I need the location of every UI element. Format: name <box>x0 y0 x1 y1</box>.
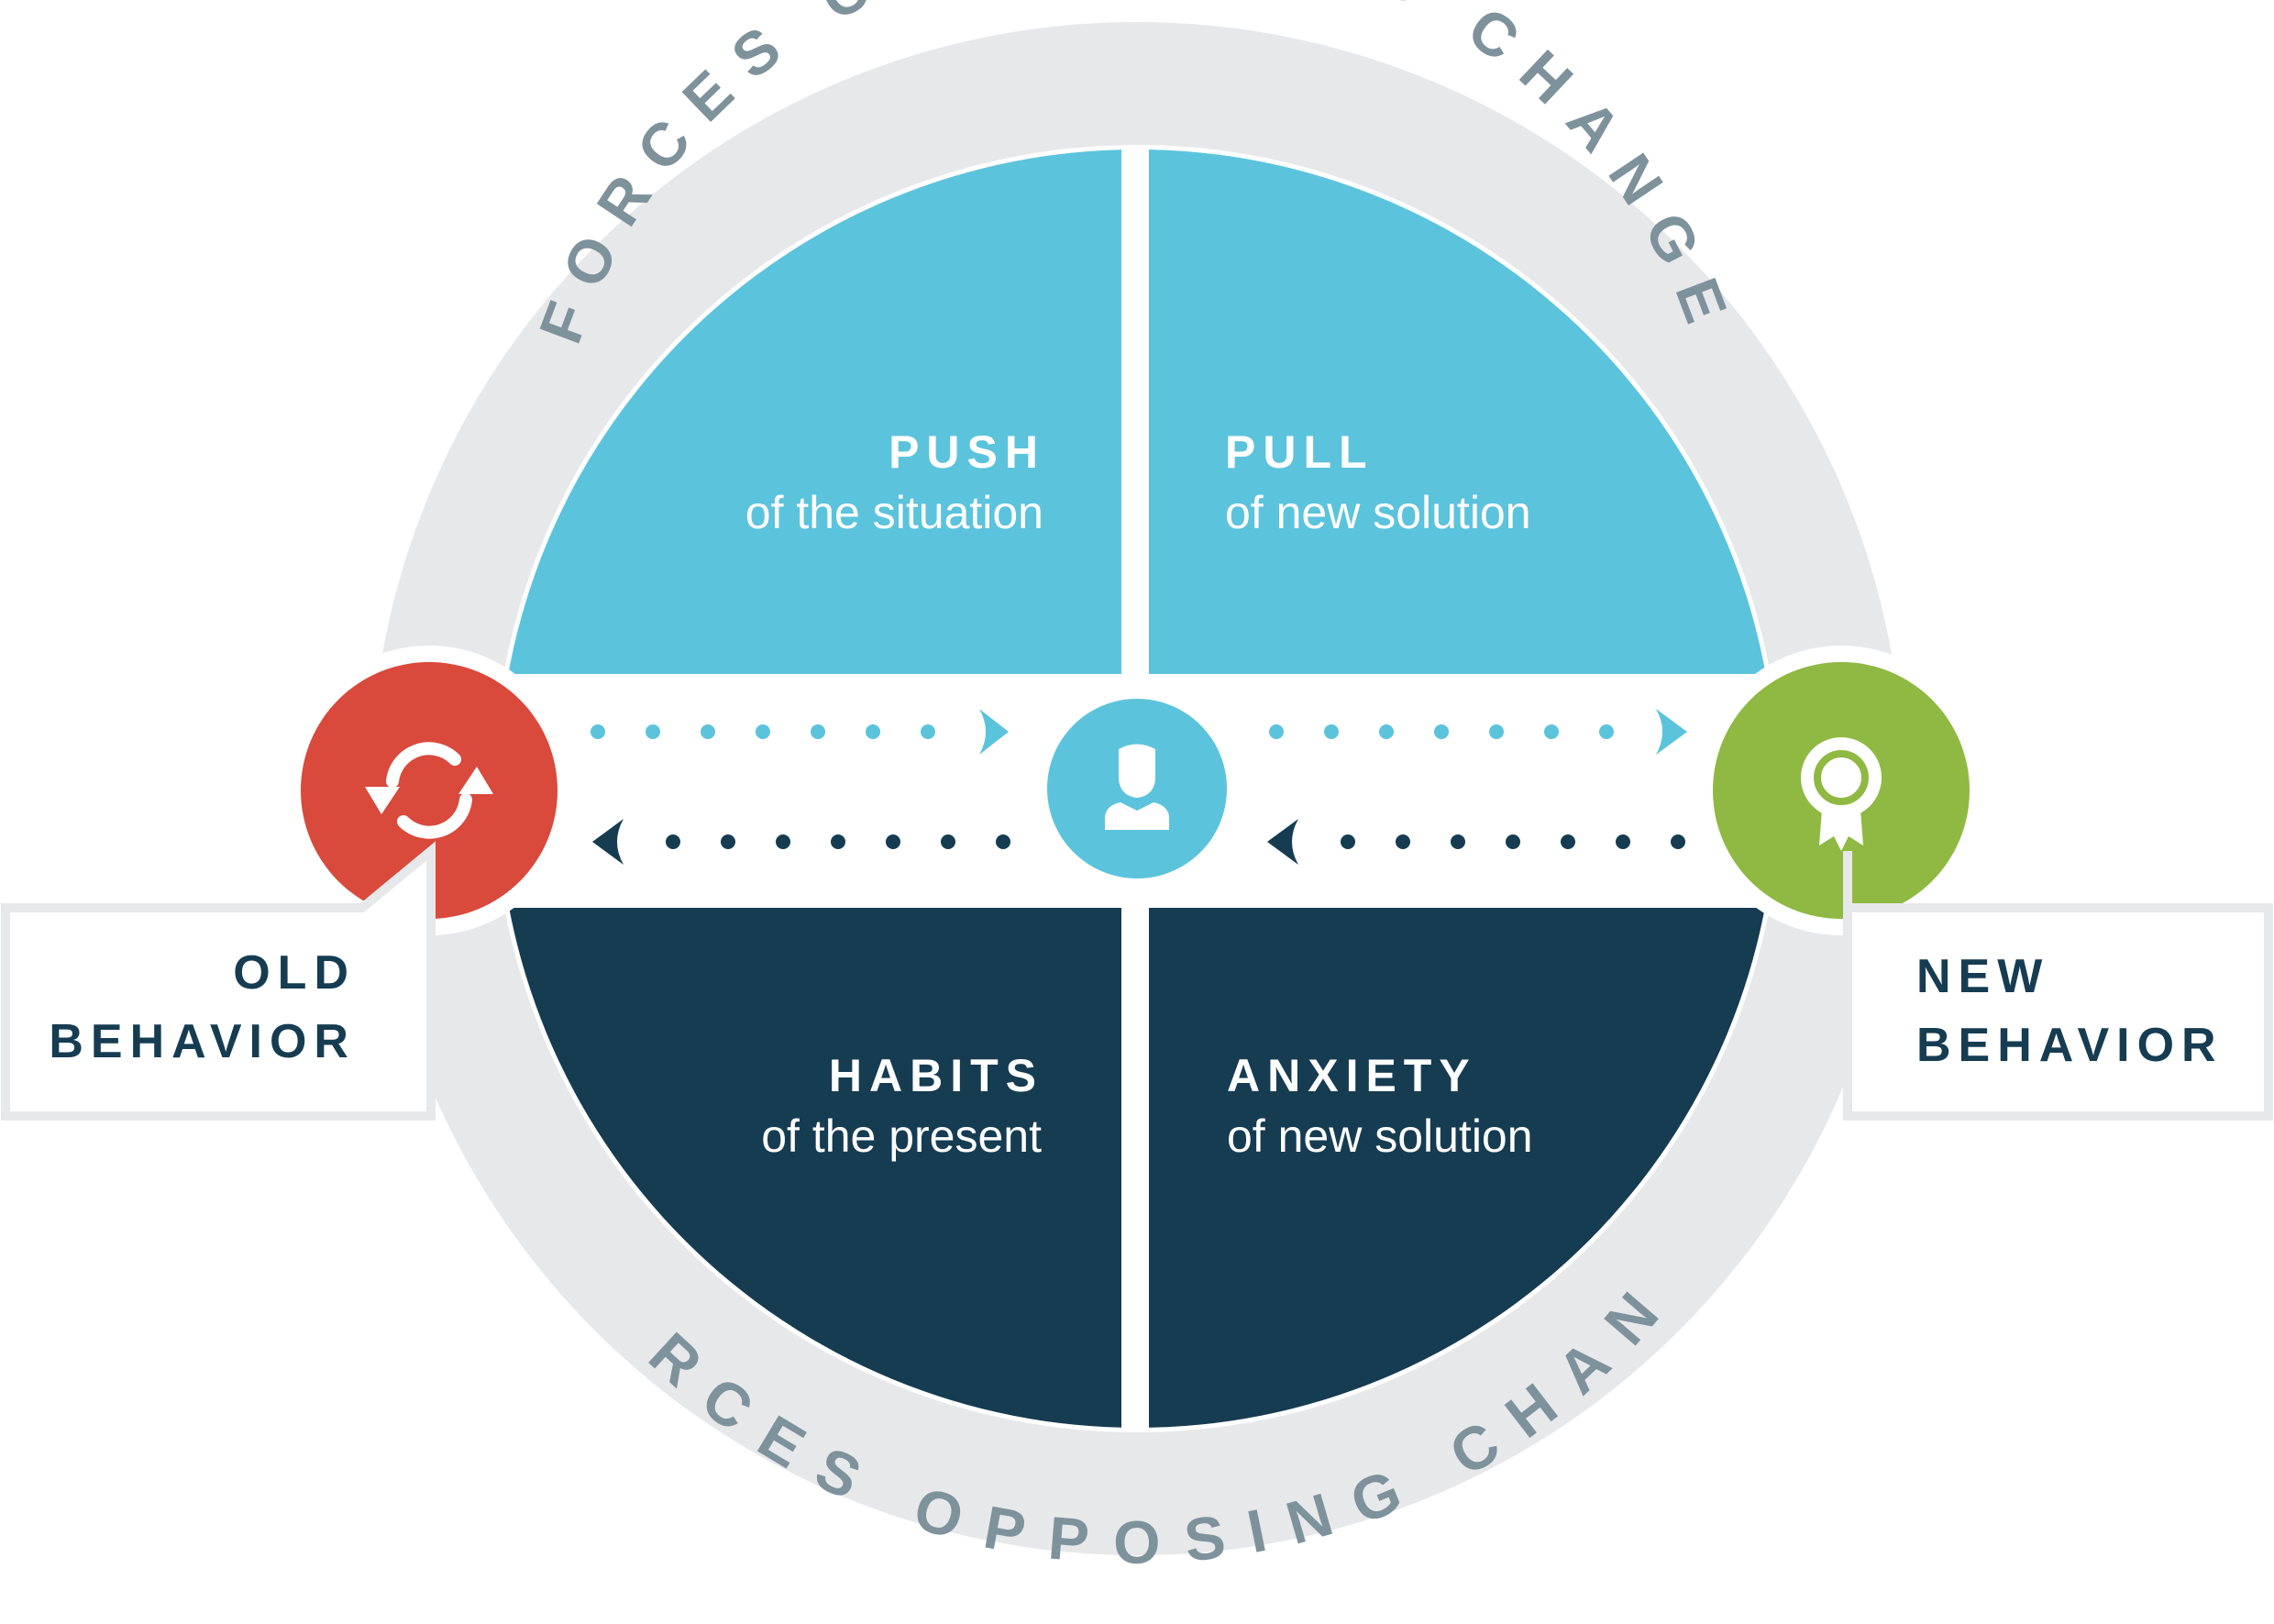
old-behavior-callout: OLD BEHAVIOR <box>1 841 436 1121</box>
new-behavior-line1: NEW <box>1916 950 2049 1003</box>
anxiety-subtitle: of new solution <box>1227 1110 1533 1162</box>
award-ribbon-icon <box>1801 737 1882 851</box>
right-forward-dots <box>1269 724 1614 739</box>
new-behavior-callout: NEW BEHAVIOR <box>1843 851 2273 1121</box>
pull-subtitle: of new solution <box>1225 487 1531 538</box>
left-arrowhead-left <box>592 819 624 865</box>
center-person <box>1047 699 1227 878</box>
habits-title: HABITS <box>829 1050 1043 1101</box>
refresh-arrows-icon <box>386 742 472 839</box>
new-behavior-line2: BEHAVIOR <box>1916 1019 2224 1072</box>
old-behavior-line1: OLD <box>233 946 356 1000</box>
opposing-arrows <box>592 819 1685 865</box>
right-arrowhead-right <box>1656 709 1687 755</box>
push-title: PUSH <box>889 426 1045 478</box>
habits-subtitle: of the present <box>761 1110 1042 1162</box>
compelling-arrows <box>591 709 1687 755</box>
left-arrowhead-right <box>1267 819 1298 865</box>
old-behavior-line2: BEHAVIOR <box>49 1015 356 1068</box>
left-backward-dots <box>666 834 1010 849</box>
pull-title: PULL <box>1225 426 1374 478</box>
person-icon <box>1105 744 1169 830</box>
anxiety-title: ANXIETY <box>1227 1050 1477 1101</box>
right-backward-dots <box>1341 834 1685 849</box>
push-subtitle: of the situation <box>745 487 1043 538</box>
new-behavior-badge <box>1696 646 1986 935</box>
right-arrowhead-left <box>979 709 1009 755</box>
old-behavior-badge <box>284 646 574 935</box>
left-forward-dots <box>591 724 935 739</box>
